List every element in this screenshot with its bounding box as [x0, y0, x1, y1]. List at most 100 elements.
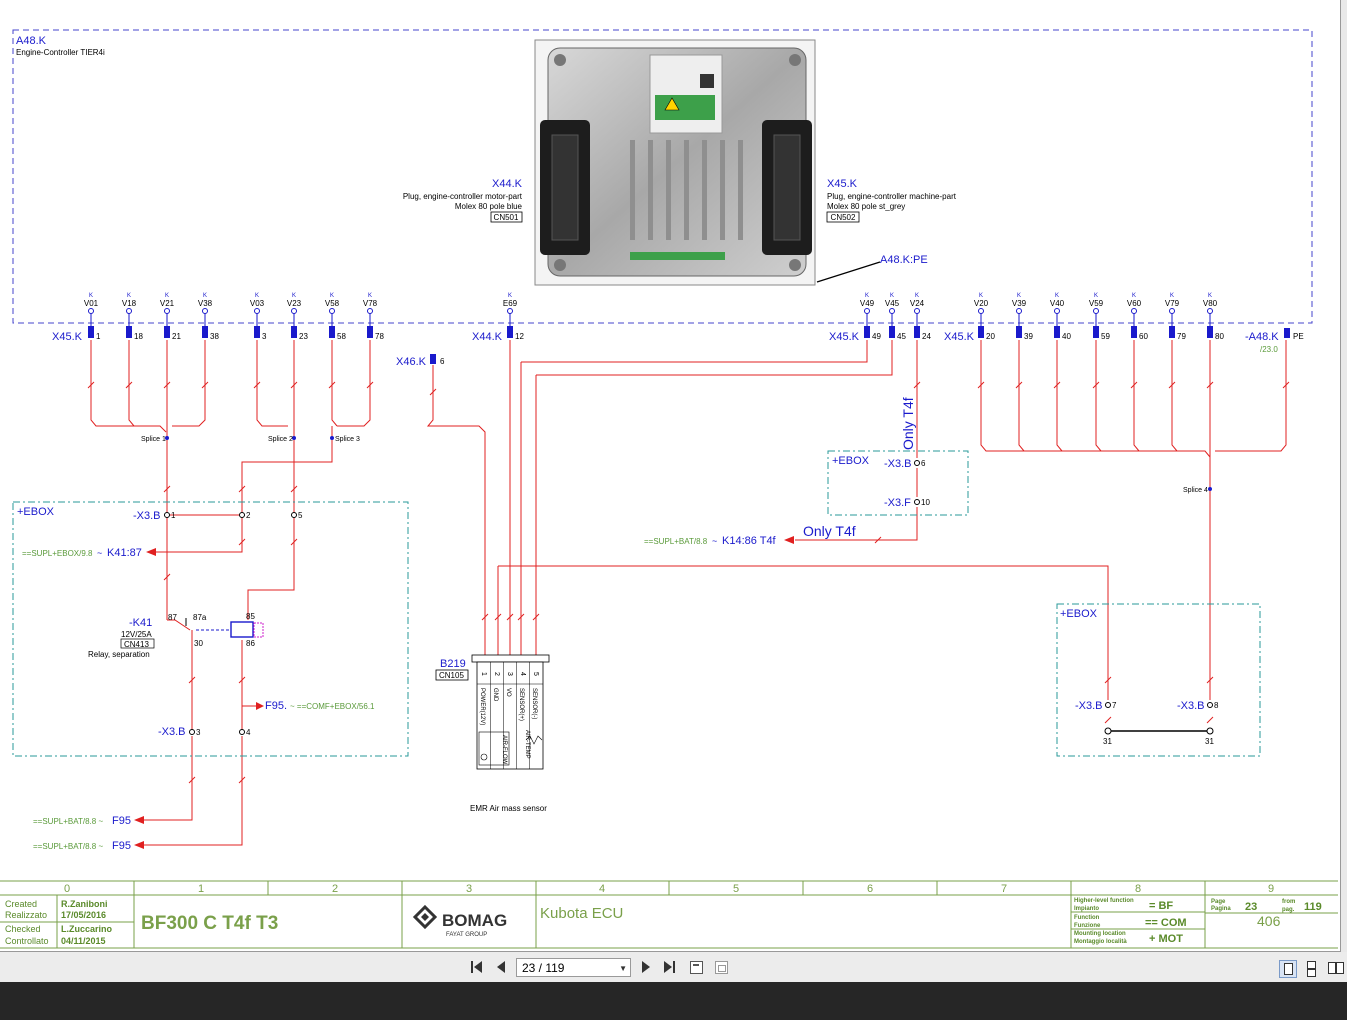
pin-number: 20 [986, 332, 995, 341]
pin-v-label: V45 [885, 299, 900, 308]
ecu-photo [534, 39, 816, 286]
tilde-1: ~ [97, 548, 102, 558]
pin-v-label: V01 [84, 299, 99, 308]
pin-contact [291, 326, 297, 338]
ref-f95-1: F95 [112, 815, 131, 827]
b219-sensor-body [476, 661, 544, 770]
page-number-select[interactable]: 23 / 119 ▼ [516, 958, 631, 977]
ref-supl-bat-3: ==SUPL+BAT/8.8 ~ [33, 842, 103, 851]
t8: 8 [1214, 701, 1219, 710]
pin-v-label: V59 [1089, 299, 1104, 308]
fit-page-icon[interactable] [713, 959, 729, 975]
pin-k-label: K [1017, 293, 1021, 299]
pin-contact [1093, 326, 1099, 338]
func-label-2: Funzione [1074, 923, 1101, 929]
pin-k-label: K [368, 293, 372, 299]
pin-k-label: K [203, 293, 207, 299]
pin-v-label: E69 [503, 299, 518, 308]
relay-85: 85 [246, 612, 255, 621]
pin-v-label: V03 [250, 299, 265, 308]
pin-contact [978, 326, 984, 338]
only-t4f: Only T4f [803, 523, 856, 539]
column-number: 5 [733, 883, 739, 895]
pin-number: 39 [1024, 332, 1033, 341]
gnd31-b: 31 [1205, 737, 1214, 746]
checked-by: L.Zuccarino [61, 924, 113, 934]
single-page-view-icon[interactable] [1279, 960, 1297, 978]
t7: 7 [1112, 701, 1117, 710]
splice-2: Splice 2 [268, 436, 293, 443]
first-page-icon[interactable] [470, 959, 486, 975]
x46k-label: X46.K [396, 356, 427, 368]
a48k-pe-label: -A48.K [1245, 331, 1279, 343]
checked-label-2: Controllato [5, 936, 49, 946]
pin-contact [202, 326, 208, 338]
pin-v-label: V23 [287, 299, 302, 308]
created-label-1: Created [5, 899, 37, 909]
func-value: == COM [1145, 917, 1187, 929]
pin-k-label: K [1094, 293, 1098, 299]
column-number: 1 [198, 883, 204, 895]
pin-number: 38 [210, 332, 219, 341]
pin-contact [1016, 326, 1022, 338]
t5: 5 [298, 511, 303, 520]
pin-k-label: K [1055, 293, 1059, 299]
ref-supl-bat-2: ==SUPL+BAT/8.8 ~ [33, 817, 103, 826]
mount-label-1: Mounting location [1074, 931, 1126, 937]
page-value: 23 [1245, 901, 1257, 913]
continuous-view-icon[interactable] [1303, 960, 1319, 977]
relay-coil [230, 621, 254, 638]
plug-x44-line1: Plug, engine-controller motor-part [403, 192, 523, 201]
page-indicator: 23 / 119 [522, 961, 565, 975]
pin-k-label: K [1170, 293, 1174, 299]
hlf-value: = BF [1149, 900, 1173, 912]
b219-label: B219 [440, 658, 466, 670]
pin-v-label: V78 [363, 299, 378, 308]
b219-pin: 1 [480, 672, 487, 676]
pin-number: 1 [96, 332, 101, 341]
pin-contact [914, 326, 920, 338]
column-number: 0 [64, 883, 70, 895]
ebox-left-label: +EBOX [17, 506, 55, 518]
prev-page-icon[interactable] [494, 959, 510, 975]
pin-v-label: V21 [160, 299, 175, 308]
pin-k-label: K [255, 293, 259, 299]
last-page-icon[interactable] [662, 959, 678, 975]
a48k-pe-pin: PE [1293, 332, 1304, 341]
plug-x44-ref: X44.K [492, 178, 523, 190]
two-page-view-icon[interactable] [1327, 960, 1344, 976]
pin-v-label: V18 [122, 299, 137, 308]
plug-x45-line1: Plug, engine-controller machine-part [827, 192, 957, 201]
pin-k-label: K [330, 293, 334, 299]
relay-87: 87 [168, 613, 177, 622]
page-title: Kubota ECU [540, 905, 623, 922]
pin-v-label: V49 [860, 299, 875, 308]
from-label-2: pag. [1282, 907, 1295, 913]
created-label-2: Realizzato [5, 910, 47, 920]
pin-contact [88, 326, 94, 338]
a48k-pe-xref: /23.0 [1260, 345, 1278, 354]
column-number: 4 [599, 883, 605, 895]
fit-width-icon[interactable] [688, 959, 704, 975]
wire-ticks [87, 381, 1290, 784]
splice-3: Splice 3 [335, 436, 360, 443]
x3b-label-4: -X3.B [1075, 700, 1103, 712]
x44k-label: X44.K [472, 331, 503, 343]
pin-number: 3 [262, 332, 267, 341]
column-number: 2 [332, 883, 338, 895]
pin-contact [507, 326, 513, 338]
pin-number: 58 [337, 332, 346, 341]
next-page-icon[interactable] [638, 959, 654, 975]
pin-v-label: V58 [325, 299, 340, 308]
os-taskbar [0, 982, 1347, 1020]
x3b-label-3: -X3.B [884, 458, 912, 470]
